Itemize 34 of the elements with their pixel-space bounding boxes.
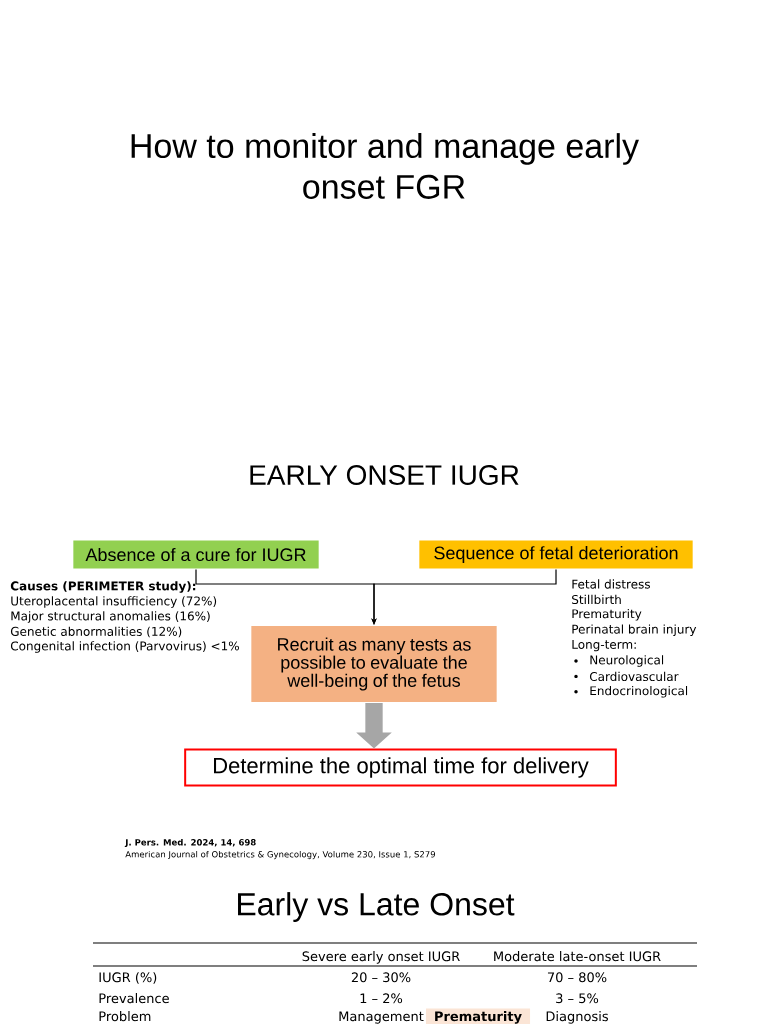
list-item: Stillbirth xyxy=(572,594,621,605)
list-item: Fetal distress xyxy=(572,579,650,589)
list-item: Causes (PERIMETER study): xyxy=(10,581,196,593)
list-item: Genetic abnormalities (12%) xyxy=(10,626,182,638)
list-item: Prematurity xyxy=(572,609,642,621)
list-item: Cardiovascular xyxy=(589,671,679,682)
list-item: Endocrinological xyxy=(590,686,688,698)
reference: J. Pers. Med. 2024, 14, 698 xyxy=(124,838,256,848)
table-cell: Diagnosis xyxy=(546,1011,608,1024)
list-item: Neurological xyxy=(590,655,664,667)
table-heading: Early vs Late Onset xyxy=(238,892,515,922)
table-cell: Management xyxy=(339,1011,424,1024)
table-cell: 70 – 80% xyxy=(547,972,607,983)
table-cell: 1 – 2% xyxy=(360,993,403,1004)
list-item: Major structural anomalies (16%) xyxy=(11,611,210,623)
row-label: IUGR (%) xyxy=(99,972,157,984)
list-item: Congenital infection (Parvovirus) <1% xyxy=(10,641,239,653)
process-box: Recruit as many tests as possible to evaluate the well-being of the fetus xyxy=(251,626,497,702)
column-header: Moderate late-onset IUGR xyxy=(494,951,661,962)
list-item: Uteroplacental insufficiency (72%) xyxy=(11,596,217,608)
column-header: Severe early onset IUGR xyxy=(302,951,460,964)
row-label: Prevalence xyxy=(99,993,169,1004)
title: How to monitor and manage early onset FGR xyxy=(131,133,639,199)
reference: American Journal of Obstetrics & Gynecology, Volume 230, Issue 1, S279 xyxy=(125,850,435,860)
section-heading: EARLY ONSET IUGR xyxy=(250,465,519,485)
highlighted-cell: Prematurity xyxy=(425,1008,531,1024)
table-cell: 3 – 5% xyxy=(556,993,599,1004)
result-box: Determine the optimal time for delivery xyxy=(184,748,617,787)
list-item: Perinatal brain injury xyxy=(572,624,697,636)
table-cell: 20 – 30% xyxy=(351,972,411,983)
row-label: Problem xyxy=(99,1011,151,1022)
deterioration-box: Sequence of fetal deterioration xyxy=(419,540,693,569)
list-item: Long-term: xyxy=(572,640,636,652)
cure-box: Absence of a cure for IUGR xyxy=(73,540,319,569)
